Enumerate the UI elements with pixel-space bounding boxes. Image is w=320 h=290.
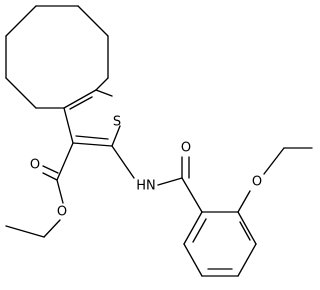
ethoxy-group (237, 147, 313, 213)
bond (69, 96, 93, 110)
ethyl-ester-group (5, 142, 74, 238)
bond (237, 190, 251, 213)
bond (237, 243, 257, 277)
bond (183, 211, 203, 245)
sulfur-atom-label: S (113, 115, 121, 130)
bond (75, 135, 109, 140)
bond (239, 221, 251, 241)
bond (43, 219, 61, 238)
bond (63, 89, 97, 109)
bond (56, 142, 74, 181)
bond (95, 89, 113, 97)
ester-alkoxy-oxygen-label: O (57, 205, 67, 220)
bond (183, 243, 203, 277)
ester-carbonyl-oxygen-label: O (30, 158, 40, 173)
ether-oxygen-label: O (252, 175, 262, 190)
bond (111, 145, 135, 179)
bond (237, 211, 257, 245)
bond (111, 125, 121, 147)
thiophene-ring (63, 89, 121, 147)
bond (157, 177, 183, 186)
bond (95, 77, 109, 91)
bond (192, 218, 207, 243)
cyclooctane-ring (5, 5, 109, 109)
bond (42, 172, 58, 181)
bond (63, 107, 74, 144)
bond (5, 77, 37, 109)
amide-nh-label: HN (136, 179, 156, 194)
amide-oxygen-label: O (181, 141, 191, 156)
bond (263, 147, 285, 175)
bond (56, 179, 64, 204)
bond (77, 5, 109, 37)
amide-group (111, 145, 203, 213)
benzene-ring (183, 211, 257, 277)
bond (72, 142, 113, 147)
bond (181, 177, 203, 213)
bond (5, 225, 45, 238)
bond (5, 5, 37, 37)
bond (42, 165, 59, 174)
